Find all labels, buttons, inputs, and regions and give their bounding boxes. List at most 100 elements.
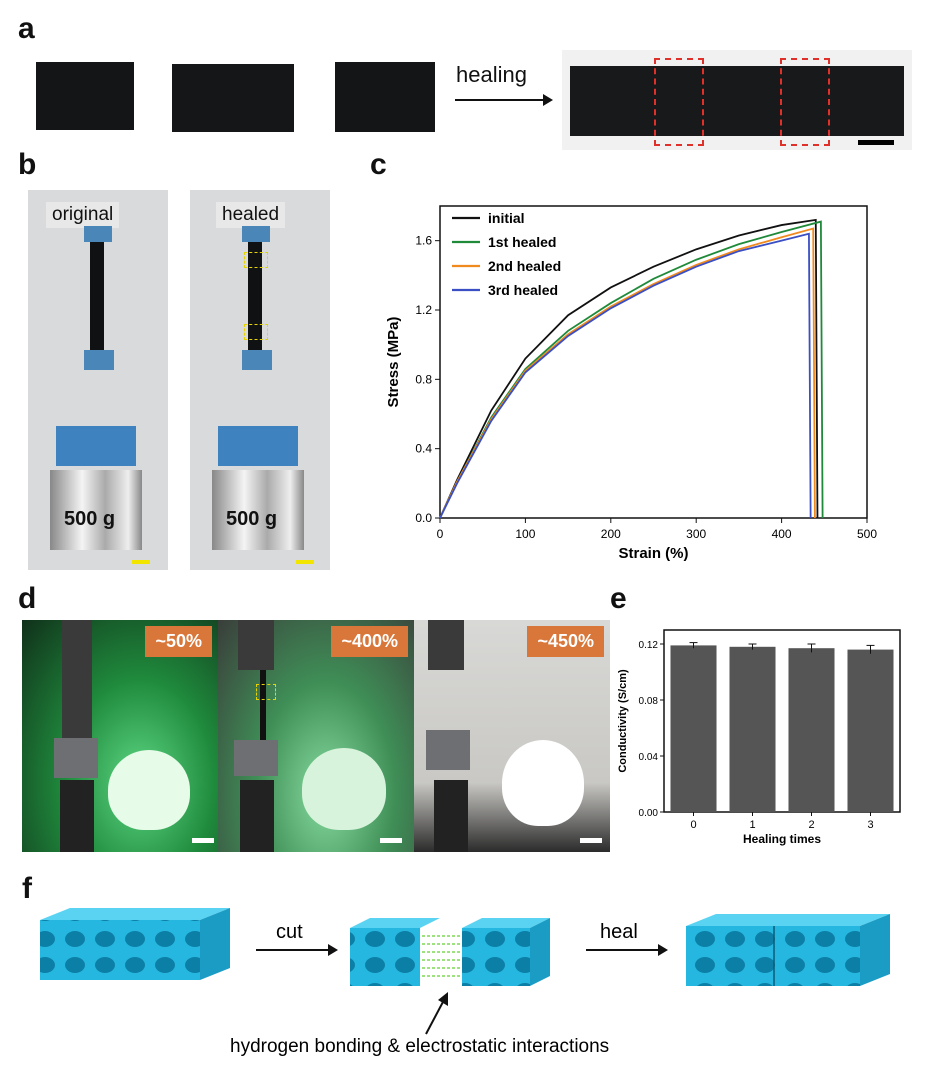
original-label: original [46,202,120,228]
sample-piece-2 [172,64,294,132]
panel-f-letter: f [22,872,32,905]
clamp [426,730,470,770]
weight [50,470,142,550]
weight-label: 500 g [64,508,116,530]
x-tick-label: 3 [867,819,873,831]
panel-c-letter: c [370,148,387,181]
y-tick-label: 0.00 [639,808,659,819]
tensile-tester [62,620,92,740]
sample-strip [90,242,104,352]
bar [847,649,894,812]
binder-clip [56,426,136,466]
sample-piece-3 [335,62,435,132]
x-tick-label: 500 [857,527,877,541]
hydrogel-cut-block [350,918,550,986]
pointer-arrow-icon [425,992,448,1035]
panel-b-letter: b [18,148,37,181]
y-tick-label: 0.8 [415,372,432,386]
heal-zone-box-2 [244,324,268,340]
heal-label: heal [600,921,638,943]
healing-schematic: cut heal hydrogen bonding & electrostati… [40,908,890,1057]
base [60,780,94,852]
y-tick-label: 0.0 [415,511,432,525]
photo-strain-50: ~50% [22,620,218,852]
heal-zone-box-2 [780,58,830,146]
scale-bar [580,838,602,843]
clamp [54,738,98,778]
x-tick-label: 2 [808,819,814,831]
x-tick-label: 300 [686,527,706,541]
base [240,780,274,852]
photo-strain-400: ~400% [218,620,414,852]
y-tick-label: 1.2 [415,303,432,317]
tensile-tester [428,620,464,670]
scale-bar [296,560,314,564]
y-tick-label: 0.12 [639,640,659,651]
x-tick-label: 200 [601,527,621,541]
strain-badge: ~50% [145,626,212,657]
series-line [439,232,812,519]
bottom-clamp [242,350,272,370]
weight [212,470,304,550]
panel-a-letter: a [18,12,35,45]
base [434,780,468,852]
series-line [439,218,819,519]
healing-arrow-icon [455,94,553,106]
x-tick-label: 0 [690,819,696,831]
lamp [108,750,190,830]
cut-arrow-icon [256,944,338,956]
bar [729,646,776,812]
scale-bar [192,838,214,843]
binder-clip [218,426,298,466]
top-clamp [84,226,112,242]
photo-strain-450: ~450% [414,620,610,852]
tensile-tester [238,620,274,670]
bar [788,648,835,812]
strain-badge: ~450% [527,626,604,657]
bar [670,645,717,812]
lamp [502,740,584,826]
clamp [234,740,278,776]
photo-original: original 500 g [28,190,168,570]
interaction-caption: hydrogen bonding & electrostatic interac… [230,1036,609,1057]
x-axis-label: Healing times [743,832,821,846]
cut-label: cut [276,921,303,943]
legend-label: 1st healed [488,234,556,250]
x-axis-label: Strain (%) [618,545,688,562]
healed-sample-strip [570,66,904,136]
y-axis-label: Conductivity (S/cm) [617,669,629,773]
weight-label: 500 g [226,508,278,530]
scale-bar [132,560,150,564]
strain-badge: ~400% [331,626,408,657]
plot-frame [439,205,868,519]
y-tick-label: 0.4 [415,442,432,456]
healed-label: healed [216,202,286,228]
x-tick-label: 1 [749,819,755,831]
scale-bar [380,838,402,843]
x-tick-label: 100 [515,527,535,541]
bottom-clamp [84,350,114,370]
panel-d-letter: d [18,582,37,615]
heal-zone-box [256,684,276,700]
photo-healed: healed 500 g [190,190,330,570]
scale-bar [858,140,894,145]
legend-label: 2nd healed [488,258,561,274]
top-clamp [242,226,270,242]
y-tick-label: 1.6 [415,234,432,248]
healed-sample-photo [562,50,912,150]
bond-lines [422,935,462,977]
plot-frame [663,629,901,813]
y-tick-label: 0.04 [639,752,659,763]
y-tick-label: 0.08 [639,696,659,707]
sample-strip [260,670,266,740]
heal-zone-box-1 [244,252,268,268]
lamp [302,748,386,830]
hydrogel-block-healed [686,914,890,986]
sample-piece-1 [36,62,134,130]
x-tick-label: 400 [772,527,792,541]
legend-label: 3rd healed [488,282,558,298]
y-axis-label: Stress (MPa) [385,317,402,408]
heal-arrow-icon [586,944,668,956]
